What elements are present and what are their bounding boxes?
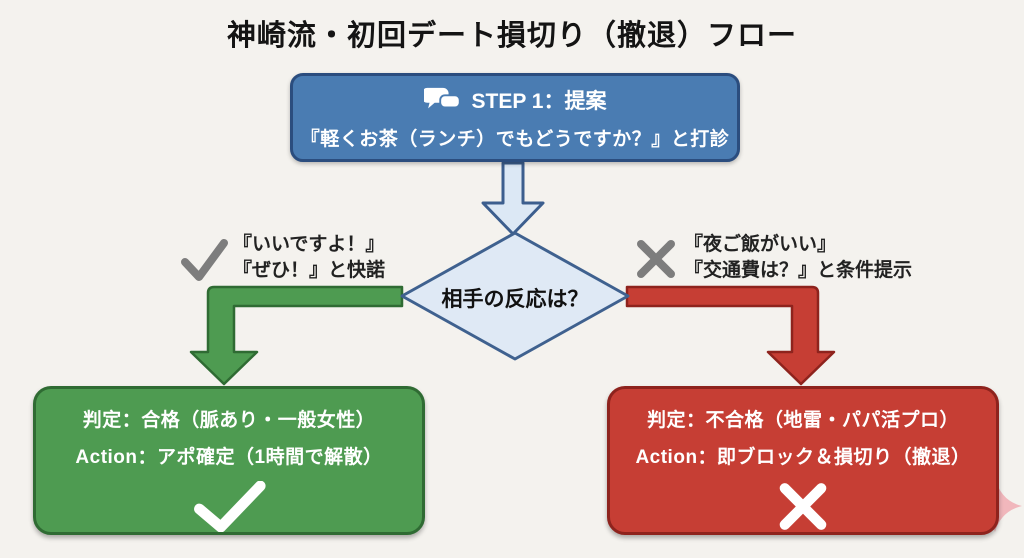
x-icon <box>779 483 827 530</box>
x-icon <box>637 240 675 278</box>
yes-branch-label: 『いいですよ！』 『ぜひ！』と快諾 <box>233 232 385 284</box>
step1-box: STEP 1：提案 『軽くお茶（ランチ）でもどうですか？』と打診 <box>290 73 740 162</box>
fail-action: Action：即ブロック＆損切り（撤退） <box>635 447 971 468</box>
fail-box: 判定：不合格（地雷・パパ活プロ） Action：即ブロック＆損切り（撤退） <box>607 386 999 535</box>
no-branch-label: 『夜ご飯がいい』 『交通費は？』と条件提示 <box>684 232 912 284</box>
yes-branch-line-2: 『ぜひ！』と快諾 <box>233 260 386 281</box>
no-branch-line-1: 『夜ご飯がいい』 <box>684 234 837 255</box>
step1-heading: STEP 1：提案 <box>471 89 607 113</box>
decision-label: 相手の反応は？ <box>441 288 589 311</box>
step1-body: 『軽くお茶（ランチ）でもどうですか？』と打診 <box>300 128 730 150</box>
fail-verdict: 判定：不合格（地雷・パパ活プロ） <box>646 410 959 431</box>
speech-bubbles-icon <box>423 87 461 113</box>
check-icon <box>194 481 266 532</box>
step1-heading-row: STEP 1：提案 <box>423 85 607 115</box>
pass-box: 判定：合格（脈あり・一般女性） Action：アポ確定（1時間で解散） <box>33 386 425 535</box>
no-arrow <box>625 285 836 386</box>
pass-verdict: 判定：合格（脈あり・一般女性） <box>82 410 376 431</box>
check-icon <box>181 239 228 281</box>
page-title: 神崎流・初回デート損切り（撤退）フロー <box>226 20 797 52</box>
no-branch-line-2: 『交通費は？』と条件提示 <box>684 260 913 281</box>
pass-action: Action：アポ確定（1時間で解散） <box>75 447 383 468</box>
down-arrow <box>481 161 545 236</box>
yes-branch-line-1: 『いいですよ！』 <box>233 234 385 255</box>
yes-arrow <box>189 285 404 386</box>
